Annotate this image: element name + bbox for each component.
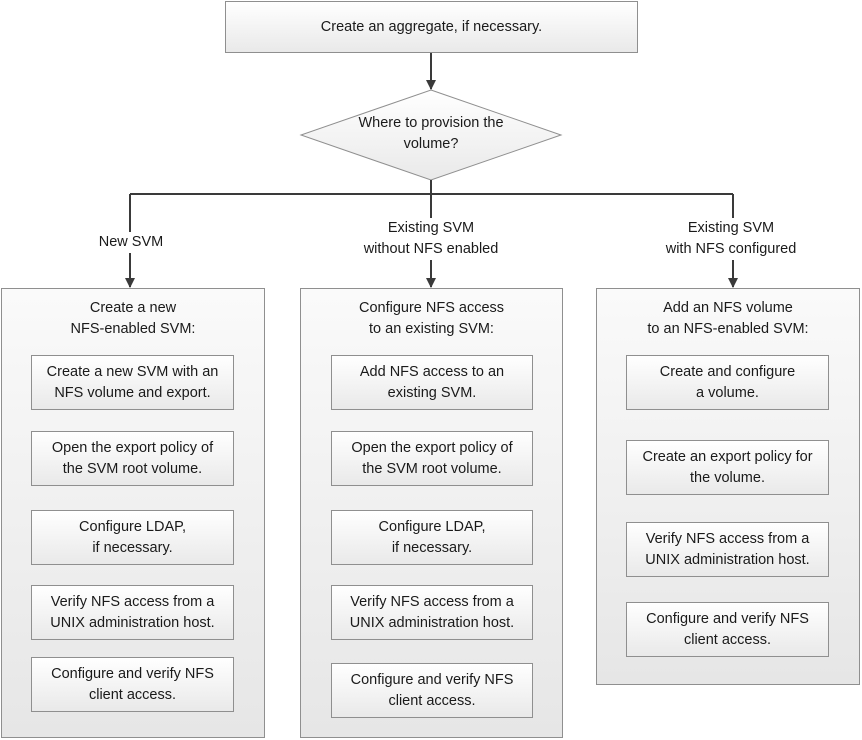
step-configure-client-access: Configure and verify NFS client access. — [31, 657, 234, 712]
start-step: Create an aggregate, if necessary. — [225, 1, 638, 53]
step-verify-nfs-access: Verify NFS access from a UNIX administra… — [626, 522, 829, 577]
step-configure-client-access: Configure and verify NFS client access. — [331, 663, 533, 718]
step-verify-nfs-access: Verify NFS access from a UNIX administra… — [31, 585, 234, 640]
decision-text: Where to provision the volume? — [358, 115, 504, 152]
branch-label-existing-svm-with-nfs: Existing SVM with NFS configured — [646, 218, 816, 260]
panel-title-new-svm: Create a new NFS-enabled SVM: — [70, 300, 196, 337]
panel-title-existing-svm-with-nfs: Add an NFS volume to an NFS-enabled SVM: — [647, 300, 809, 337]
step-create-volume: Create and configure a volume. — [626, 355, 829, 410]
step-configure-ldap: Configure LDAP, if necessary. — [331, 510, 533, 565]
step-open-export-policy: Open the export policy of the SVM root v… — [31, 431, 234, 486]
panel-title-existing-svm-without-nfs: Configure NFS access to an existing SVM: — [358, 300, 505, 337]
step-verify-nfs-access: Verify NFS access from a UNIX administra… — [331, 585, 533, 640]
step-open-export-policy: Open the export policy of the SVM root v… — [331, 431, 533, 486]
step-create-export-policy: Create an export policy for the volume. — [626, 440, 829, 495]
step-add-nfs-access: Add NFS access to an existing SVM. — [331, 355, 533, 410]
step-create-svm-with-volume: Create a new SVM with an NFS volume and … — [31, 355, 234, 410]
step-configure-client-access: Configure and verify NFS client access. — [626, 602, 829, 657]
branch-label-existing-svm-without-nfs: Existing SVM without NFS enabled — [346, 218, 516, 260]
branch-label-new-svm: New SVM — [71, 232, 191, 253]
step-configure-ldap: Configure LDAP, if necessary. — [31, 510, 234, 565]
